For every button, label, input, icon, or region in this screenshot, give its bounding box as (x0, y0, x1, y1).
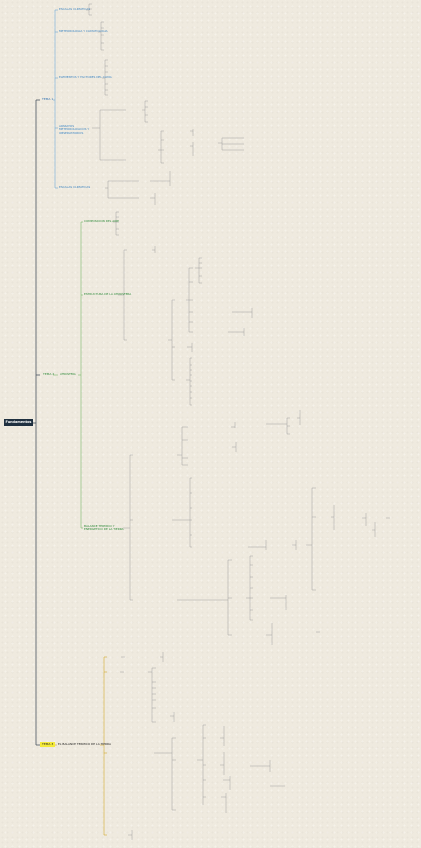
tema3-node[interactable]: TEMA 3 (40, 742, 56, 747)
tema3-branch-balance[interactable]: EL BALANCE TERMICO DE LA TIERRA (58, 742, 111, 746)
root-node[interactable]: Fundamentos (4, 419, 33, 426)
tema1-node[interactable]: TEMA 1 (42, 97, 54, 101)
tema2-branch-balance[interactable]: BALANCE TERMICO Y ENERGETICO DE LA TIERR… (84, 524, 124, 532)
tema1-branch-elementos[interactable]: ELEMENTOS Y FACTORES DEL CLIMA (59, 75, 112, 79)
tema2-branch-composicion[interactable]: COMPOSICION DEL AIRE (84, 219, 119, 223)
tema1-branch-escalas[interactable]: ESCALAS CLIMATICAS (59, 7, 91, 11)
tema1-branch-escalas-2[interactable]: ESCALAS CLIMATICAS (59, 185, 91, 189)
tema2-node[interactable]: TEMA 2 (43, 372, 55, 376)
tema1-branch-aparatos[interactable]: APARATOS METEOROLOGICOS Y OBSERVATORIOS (59, 124, 90, 135)
tema1-branch-meteorologia[interactable]: METEOROLOGIA Y CLIMATOLOGIA (59, 29, 108, 33)
tema2-tag: ATMOSFERA (60, 373, 76, 376)
tema2-branch-estructura[interactable]: ESTRUCTURA DE LA ATMOSFERA (84, 292, 132, 296)
